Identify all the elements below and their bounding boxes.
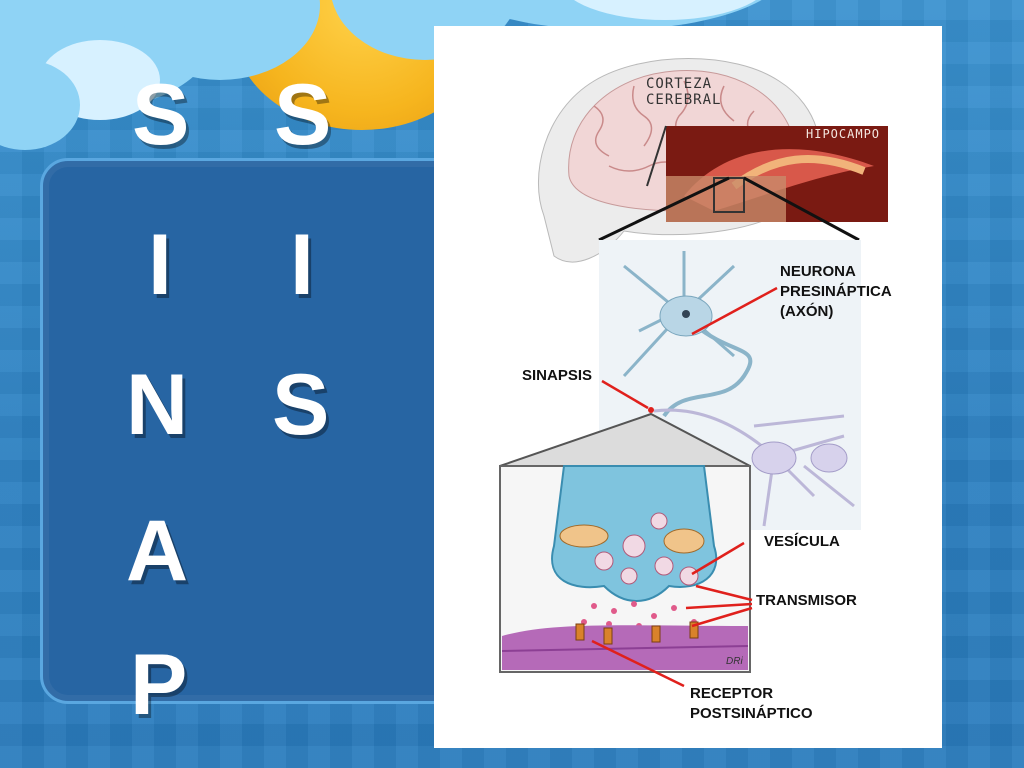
synapse-diagram: CORTEZA CEREBRAL HIPOCAMPO NEURONA PRESI… [434, 26, 942, 748]
title-letter: S [274, 67, 332, 163]
receptor-label: RECEPTOR POSTSINÁPTICO [690, 685, 813, 722]
diagram-illustration [499, 58, 888, 688]
title-letter: S [132, 67, 190, 163]
title-letter: I [290, 217, 314, 313]
transmitter-label: TRANSMISOR [756, 592, 857, 609]
artist-signature: DRi [726, 656, 743, 667]
title-letter: P [130, 637, 188, 733]
title-letter: A [126, 503, 189, 599]
presynaptic-neuron-label: NEURONA PRESINÁPTICA (AXÓN) [780, 263, 892, 320]
title-letter: N [126, 357, 189, 453]
title-letter: I [148, 217, 172, 313]
cortex-label: CORTEZA CEREBRAL [646, 76, 722, 108]
synapse-label: SINAPSIS [522, 367, 593, 384]
title-letter: S [272, 357, 330, 453]
title-panel [40, 158, 476, 704]
vesicle-label: VESÍCULA [764, 533, 840, 550]
hippocampus-label: HIPOCAMPO [806, 127, 881, 141]
